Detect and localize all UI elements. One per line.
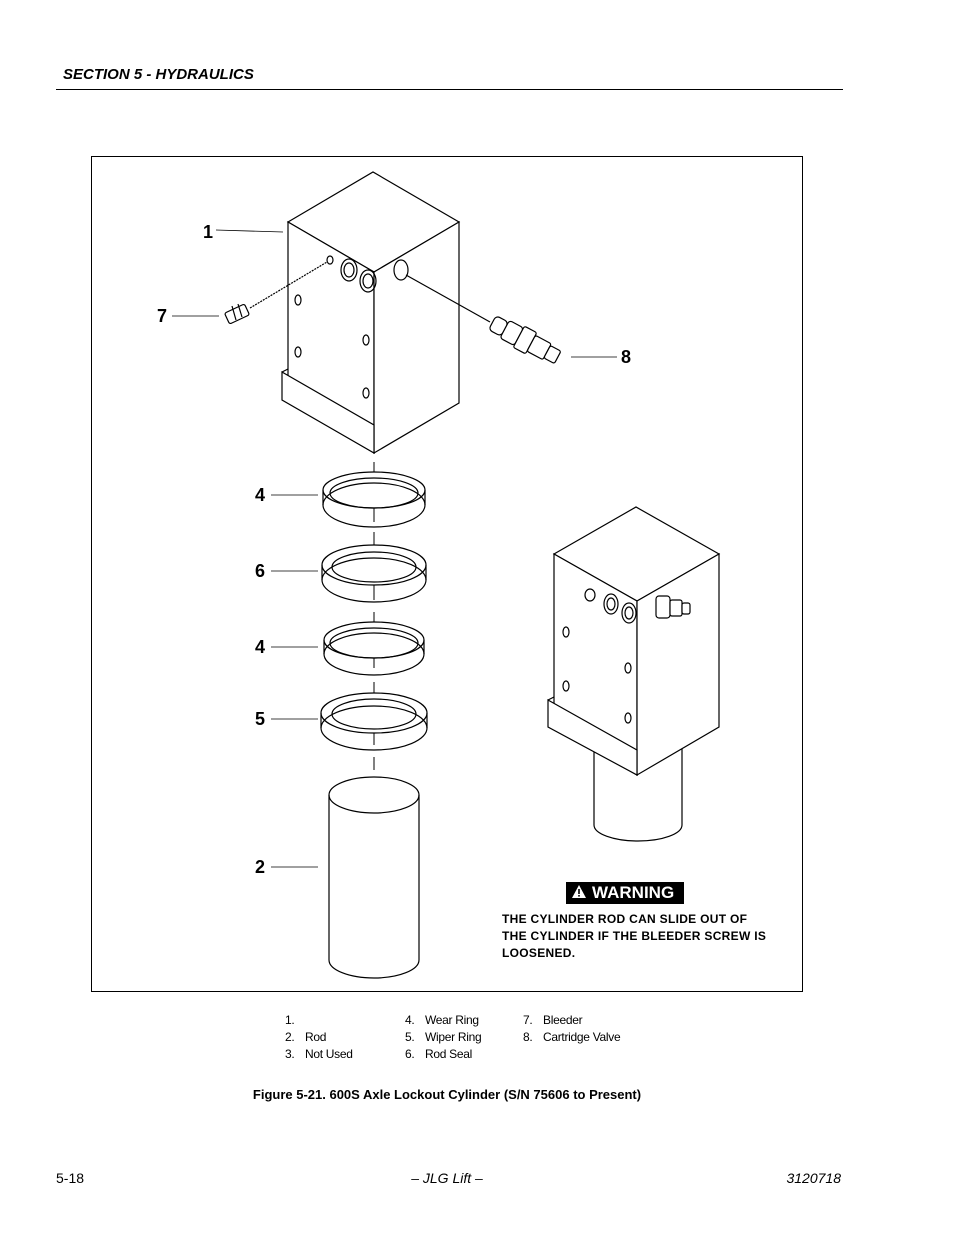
callout-leaders [172,229,617,868]
warning-banner: WARNING [566,882,685,904]
legend-item: 4.Wear Ring [405,1013,479,1027]
section-title: SECTION 5 - HYDRAULICS [63,66,254,83]
header-rule [56,89,843,90]
rod-part [328,776,420,979]
callout-8: 8 [621,347,632,367]
figure-caption: Figure 5-21. 600S Axle Lockout Cylinder … [252,1087,642,1102]
warning-text: THE CYLINDER ROD CAN SLIDE OUT OF THE CY… [502,912,767,960]
warning-label: WARNING [592,883,675,902]
manifold-block [281,171,461,455]
warning-triangle-icon [572,883,586,903]
wiper-ring [320,692,428,751]
callout-5: 5 [255,709,266,729]
callout-4-bottom: 4 [255,637,266,657]
cartridge-valve-part [405,274,561,364]
footer-center: – JLG Lift – [411,1170,483,1186]
legend-column-2: 4.Wear Ring 5.Wiper Ring 6.Rod Seal [405,1012,482,1063]
callout-4-top: 4 [255,485,266,505]
bleeder-part [224,261,328,325]
assembled-cylinder [547,506,721,842]
legend-column-1: 1. 2.Rod 3.Not Used [285,1012,353,1063]
legend-item: 3.Not Used [285,1047,353,1061]
wear-ring-top [322,471,426,528]
legend-item: 6.Rod Seal [405,1047,472,1061]
callout-7: 7 [157,306,168,326]
warning-box: WARNING THE CYLINDER ROD CAN SLIDE OUT O… [502,882,772,962]
legend-item: 2.Rod [285,1030,327,1044]
callout-2: 2 [255,857,266,877]
legend-item: 8.Cartridge Valve [523,1030,621,1044]
legend-column-3: 7.Bleeder 8.Cartridge Valve [523,1012,621,1046]
footer-doc-number: 3120718 [786,1170,841,1186]
legend-item: 7.Bleeder [523,1013,583,1027]
callout-6: 6 [255,561,266,581]
footer-page-number: 5-18 [56,1170,85,1186]
callout-1: 1 [203,222,214,242]
legend-item: 5.Wiper Ring [405,1030,482,1044]
wear-ring-bottom [323,621,425,676]
rod-seal-ring [321,544,427,603]
figure-frame [91,156,803,992]
legend-item: 1. [285,1013,295,1027]
